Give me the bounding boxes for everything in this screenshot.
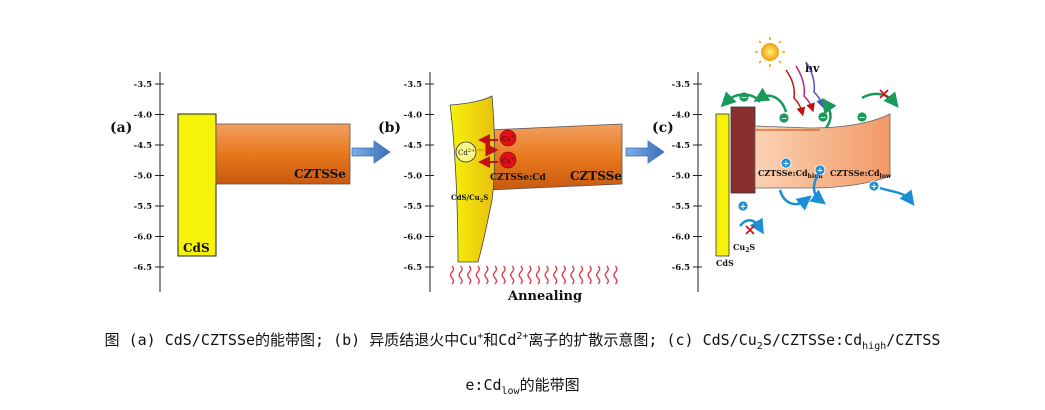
heat-wave bbox=[554, 266, 557, 284]
heat-wave bbox=[511, 266, 514, 284]
cu2s-tail: S bbox=[749, 242, 755, 252]
hole-sign: + bbox=[740, 201, 747, 211]
cd-ion-label: Cd bbox=[458, 149, 468, 157]
cztsse-cd-low-sub: low bbox=[880, 173, 892, 180]
axis-tick-label: -5.0 bbox=[672, 172, 690, 182]
electron-sign: − bbox=[781, 113, 788, 123]
caption-text-1c: 离子的扩散示意图; (c) CdS/Cu bbox=[528, 331, 756, 349]
axis-tick-label: -4.0 bbox=[672, 111, 690, 121]
cztsse-label-b: CZTSSe bbox=[570, 169, 622, 183]
heat-wave bbox=[537, 266, 540, 284]
caption-text-1b: 和Cd bbox=[483, 331, 516, 349]
heat-wave bbox=[614, 266, 617, 284]
cds-band-c bbox=[716, 114, 729, 256]
figure-caption-line-1: 图 (a) CdS/CZTSSe的能带图; (b) 异质结退火中Cu+和Cd2+… bbox=[0, 329, 1045, 352]
caption-text-1d: S/CZTSSe:Cd bbox=[763, 331, 862, 349]
heat-wave bbox=[545, 266, 548, 284]
cu-ion-top-sup: + bbox=[510, 134, 514, 140]
heat-wave bbox=[459, 266, 462, 284]
panel-c: -3.5 -4.0 -4.5 -5.0 -5.5 -6.0 -6.5 (c) CZTSSe:… bbox=[652, 37, 910, 292]
heat-wave bbox=[485, 266, 488, 284]
hole-sign: + bbox=[871, 181, 878, 191]
transition-arrow-bc bbox=[626, 141, 664, 163]
axis-tick-label: -3.5 bbox=[672, 80, 690, 90]
axis-tick-label: -5.0 bbox=[404, 172, 422, 182]
svg-text:Cu2S: Cu2S bbox=[733, 242, 755, 254]
axis-tick-label: -5.5 bbox=[672, 202, 690, 212]
electron-sign: − bbox=[820, 112, 827, 122]
axis-tick-label: -4.0 bbox=[404, 111, 422, 121]
cd-ion-sup: 2+ bbox=[468, 148, 475, 154]
annealing-label: Annealing bbox=[507, 289, 582, 304]
caption-sub-3: low bbox=[502, 386, 520, 397]
axis-tick-label: -5.0 bbox=[134, 172, 152, 182]
heat-wave bbox=[588, 266, 591, 284]
hole-sign: + bbox=[783, 158, 790, 168]
energy-axis-c: -3.5 -4.0 -4.5 -5.0 -5.5 -6.0 -6.5 bbox=[672, 72, 702, 292]
axis-tick-label: -6.5 bbox=[134, 263, 152, 273]
caption-text-1a: 图 (a) CdS/CZTSSe的能带图; (b) 异质结退火中Cu bbox=[105, 331, 478, 349]
heat-wave bbox=[502, 266, 505, 284]
energy-axis-a: -3.5 -4.0 -4.5 -5.0 -5.5 -6.0 -6.5 bbox=[134, 72, 164, 292]
heat-wave bbox=[571, 266, 574, 284]
cds-band bbox=[178, 114, 216, 256]
heat-wave bbox=[468, 266, 471, 284]
sun-icon bbox=[755, 37, 785, 67]
heat-wave bbox=[476, 266, 479, 284]
annealing-heat-waves bbox=[451, 266, 617, 284]
axis-tick-label: -4.0 bbox=[134, 111, 152, 121]
axis-tick-label: -4.5 bbox=[134, 141, 152, 151]
axis-tick-label: -5.5 bbox=[134, 202, 152, 212]
axis-tick-label: -5.5 bbox=[404, 202, 422, 212]
cds-label: CdS bbox=[183, 241, 210, 255]
cds-cu2s-tail: S bbox=[483, 193, 488, 202]
cu-ion-bottom-label: Cu bbox=[502, 158, 511, 165]
panel-a: -3.5-4.0-4.5-5.0-5.5-6.0-6.5 (a) CZTSSe … bbox=[110, 72, 350, 292]
band-diagram-figure: -3.5-4.0-4.5-5.0-5.5-6.0-6.5 (a) CZTSSe … bbox=[0, 0, 1045, 305]
axis-tick-label: -3.5 bbox=[134, 80, 152, 90]
cztsse-cd-label: CZTSSe:Cd bbox=[490, 173, 546, 183]
cds-cu2s-label: CdS/Cu bbox=[451, 193, 480, 202]
blocked-marker-bottom bbox=[746, 226, 754, 234]
cztsse-cd-low-label: CZTSSe:Cd bbox=[830, 168, 880, 178]
axis-tick-label: -6.5 bbox=[672, 263, 690, 273]
cu2s-label: Cu bbox=[733, 242, 745, 252]
heat-wave bbox=[597, 266, 600, 284]
axis-tick-label: -4.5 bbox=[404, 141, 422, 151]
heat-wave bbox=[451, 266, 454, 284]
cztsse-label: CZTSSe bbox=[294, 167, 346, 181]
cu-ion-bottom-sup: + bbox=[510, 156, 514, 162]
electron-sign: − bbox=[859, 112, 866, 122]
cds-label-c: CdS bbox=[716, 258, 734, 268]
cu2s-band bbox=[731, 107, 755, 193]
energy-axis-b: -3.5 -4.0 -4.5 -5.0 -5.5 -6.0 -6.5 bbox=[404, 72, 434, 292]
heat-wave bbox=[528, 266, 531, 284]
panel-a-label: (a) bbox=[110, 120, 132, 136]
axis-tick-label: -6.0 bbox=[672, 233, 690, 243]
axis-tick-label: -6.0 bbox=[404, 233, 422, 243]
cztsse-cd-high-label: CZTSSe:Cd bbox=[758, 168, 808, 178]
axis-tick-label: -6.5 bbox=[404, 263, 422, 273]
electrons: −−−− bbox=[739, 92, 867, 123]
heat-wave bbox=[494, 266, 497, 284]
panel-b: -3.5 -4.0 -4.5 -5.0 -5.5 -6.0 -6.5 (b) Cd2+ Cu… bbox=[378, 72, 622, 304]
heat-wave bbox=[519, 266, 522, 284]
panel-b-label: (b) bbox=[378, 120, 401, 136]
caption-text-2b: 的能带图 bbox=[520, 376, 580, 394]
cu-ion-top-label: Cu bbox=[502, 136, 511, 143]
heat-wave bbox=[562, 266, 565, 284]
caption-text-2a: e:Cd bbox=[465, 376, 501, 394]
caption-text-1e: /CZTSS bbox=[886, 331, 940, 349]
heat-wave bbox=[580, 266, 583, 284]
heat-wave bbox=[605, 266, 608, 284]
axis-tick-label: -4.5 bbox=[672, 141, 690, 151]
transition-arrow-ab bbox=[352, 141, 390, 163]
cds-cu2s-band bbox=[450, 96, 495, 262]
figure-caption-line-2: e:Cdlow的能带图 bbox=[0, 374, 1045, 397]
panel-c-label: (c) bbox=[652, 120, 674, 136]
caption-sub-2: high bbox=[862, 341, 886, 352]
caption-sup-2: 2+ bbox=[516, 331, 528, 342]
axis-tick-label: -6.0 bbox=[134, 233, 152, 243]
axis-tick-label: -3.5 bbox=[404, 80, 422, 90]
